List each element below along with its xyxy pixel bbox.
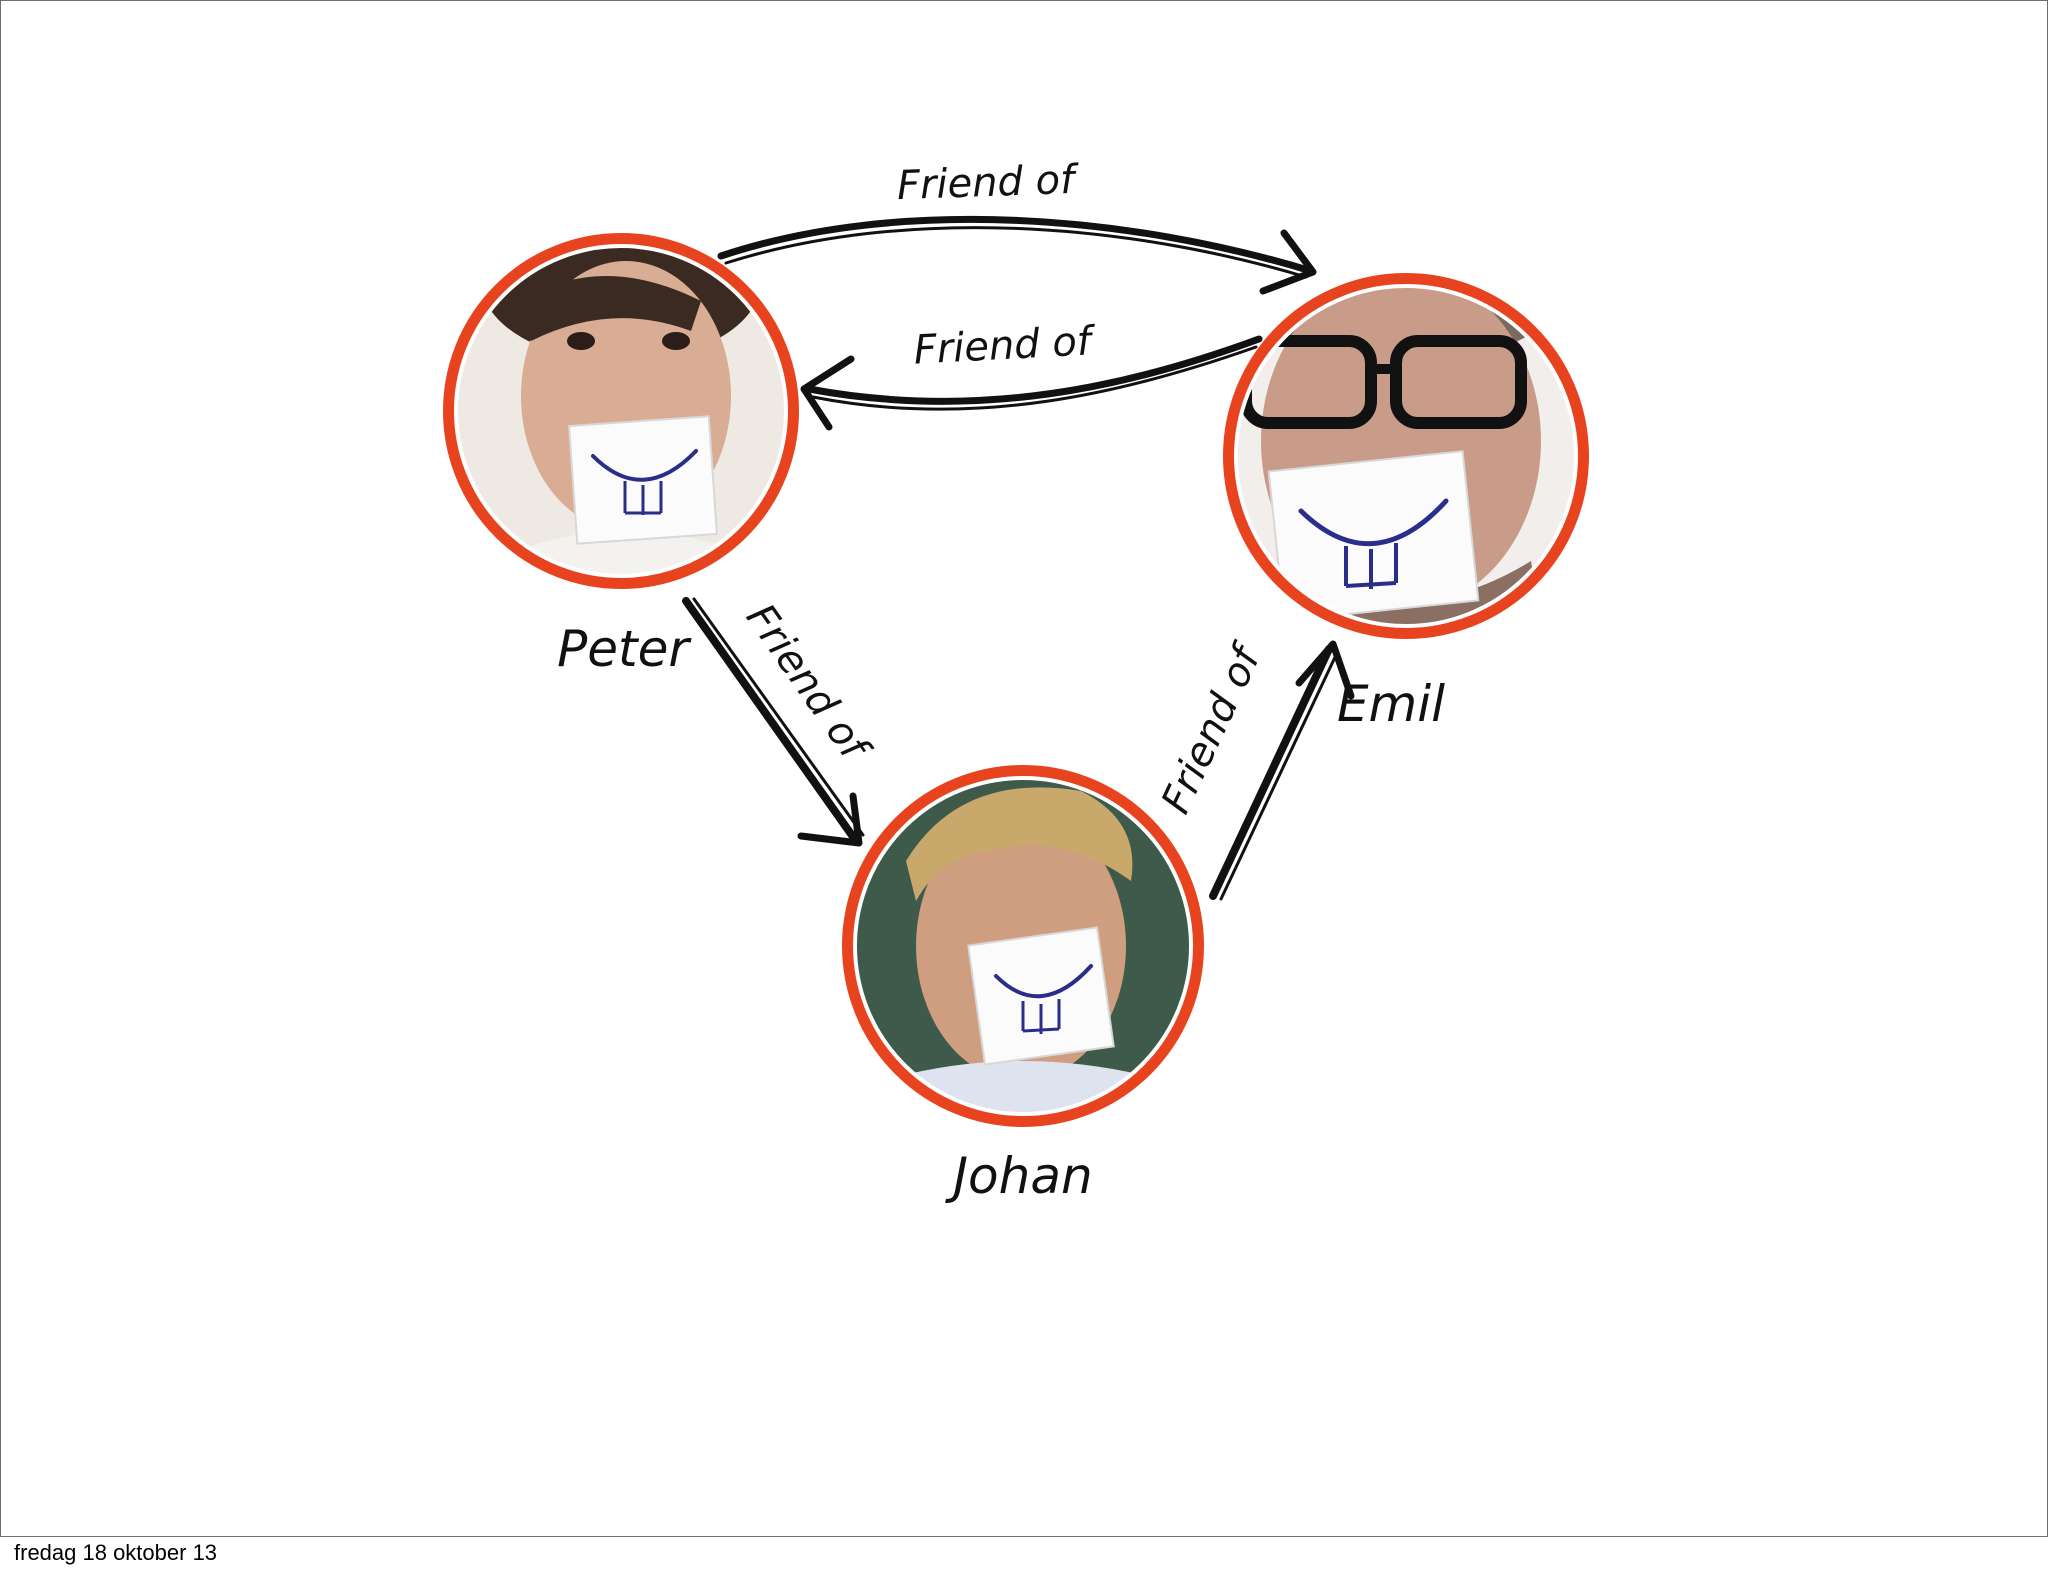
node-ring-inner	[1234, 284, 1578, 628]
arrow-shaft-rough	[811, 345, 1258, 411]
arrowhead	[1259, 229, 1317, 295]
node-label: Johan	[944, 1147, 1092, 1205]
arrow-shaft	[682, 597, 860, 845]
arrowhead	[1295, 640, 1355, 700]
slide: Friend of Friend of Friend of Friend of	[0, 0, 2048, 1537]
edge-label: Friend of	[896, 157, 1081, 209]
peter-photo	[456, 246, 786, 576]
edge-peter-to-emil: Friend of	[717, 157, 1317, 295]
edge-peter-to-johan: Friend of	[682, 596, 880, 847]
arrowhead	[797, 792, 863, 847]
node-label: Peter	[557, 620, 692, 678]
arrow-shaft-rough	[692, 597, 865, 837]
arrow-shaft	[1209, 645, 1333, 900]
peter-shirt	[491, 531, 761, 576]
edge-label: Friend of	[1153, 635, 1272, 820]
arrow-shaft-rough	[1219, 651, 1339, 901]
node-ring	[842, 765, 1204, 1127]
edge-emil-to-peter: Friend of	[800, 318, 1263, 431]
arrowhead	[800, 355, 855, 431]
node-ring	[1223, 273, 1589, 639]
node-emil[interactable]: Emil	[1223, 241, 1589, 733]
peter-left-eye	[567, 332, 595, 350]
peter-right-eye	[662, 332, 690, 350]
arrow-shaft	[805, 335, 1263, 405]
edge-label: Friend of	[737, 596, 880, 772]
friendship-graph: Friend of Friend of Friend of Friend of	[443, 157, 1589, 1205]
smile-note	[1267, 450, 1480, 622]
node-ring	[443, 233, 799, 589]
smile-note	[967, 926, 1115, 1066]
node-peter[interactable]: Peter	[443, 201, 799, 678]
edge-label: Friend of	[913, 318, 1098, 374]
edge-johan-to-emil: Friend of	[1153, 635, 1355, 901]
smile-note	[567, 415, 719, 545]
node-ring-inner	[454, 244, 788, 578]
footer-date: fredag 18 oktober 13	[14, 1540, 218, 1565]
node-ring-inner	[853, 776, 1193, 1116]
node-label: Emil	[1337, 675, 1445, 733]
arrow-shaft-rough	[724, 226, 1308, 279]
johan-hair	[906, 787, 1133, 901]
node-johan[interactable]: Johan	[842, 765, 1204, 1205]
nodes: Peter	[443, 201, 1589, 1205]
arrow-shaft	[717, 215, 1315, 275]
peter-fringe	[521, 276, 701, 341]
